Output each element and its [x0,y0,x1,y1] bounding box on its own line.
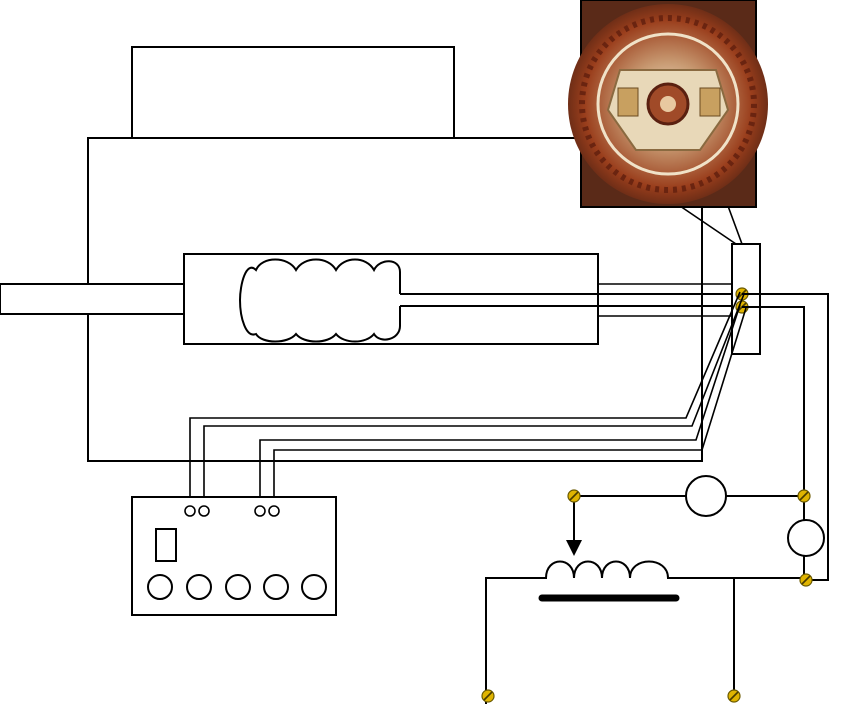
terminal-meter-bottom-right [799,573,813,587]
shaft [0,283,189,315]
brush-feed-outer [742,293,829,581]
photo-callout-left [679,205,737,245]
terminal-meter-top-right [797,489,811,503]
meter-top [685,475,727,517]
meter-right [787,519,825,557]
terminal-output-left [481,689,495,703]
control-wire-3 [259,304,741,508]
brush-holder-photo [568,0,768,208]
control-socket-2 [186,574,212,600]
regulator-rheostat-coil [485,560,806,704]
control-top-terminal-1 [184,505,196,517]
terminal-output-right [727,689,741,703]
control-socket-3 [225,574,251,600]
meter-line-top-right [726,495,805,520]
control-wire-4 [273,307,747,508]
photo-callout-right [727,205,743,245]
terminal-rheostat [567,489,581,503]
control-slot [155,528,177,562]
control-top-terminal-2 [198,505,210,517]
control-wire-1 [189,291,741,508]
control-socket-5 [301,574,327,600]
control-top-terminal-3 [254,505,266,517]
control-top-terminal-4 [268,505,280,517]
control-wire-2 [203,293,745,508]
brush-feed-inner [742,306,805,496]
control-socket-1 [147,574,173,600]
control-socket-4 [263,574,289,600]
rotor-field-coil [238,258,401,343]
generator-top-cover [131,46,455,140]
